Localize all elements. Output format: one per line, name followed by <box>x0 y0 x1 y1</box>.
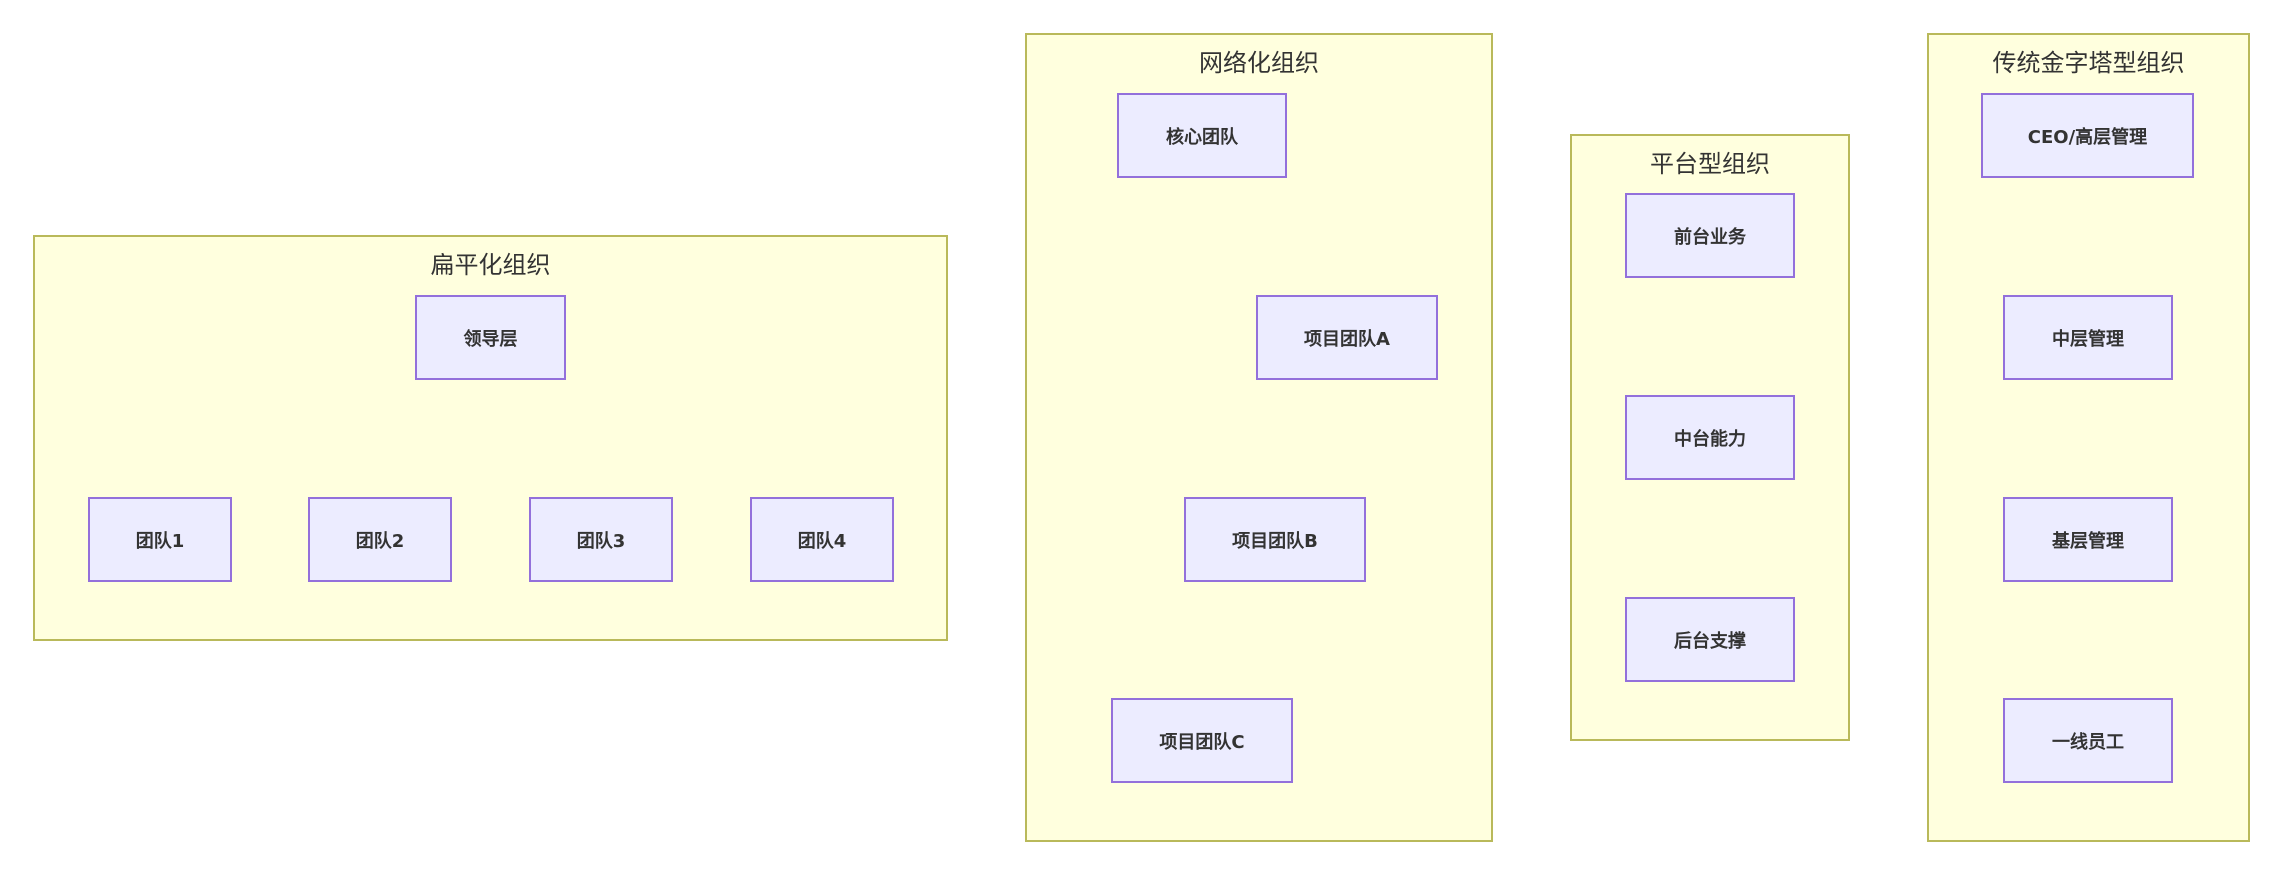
cluster-title-network: 网络化组织 <box>1199 49 1319 77</box>
cluster-title-platform: 平台型组织 <box>1650 150 1770 178</box>
node-back-office[interactable]: 后台支撑 <box>1625 597 1795 682</box>
node-ceo-management[interactable]: CEO/高层管理 <box>1981 93 2194 178</box>
node-team-3[interactable]: 团队3 <box>529 497 673 582</box>
node-project-team-c[interactable]: 项目团队C <box>1111 698 1293 783</box>
node-team-1[interactable]: 团队1 <box>88 497 232 582</box>
node-team-4[interactable]: 团队4 <box>750 497 894 582</box>
node-project-team-b[interactable]: 项目团队B <box>1184 497 1366 582</box>
cluster-title-pyramid: 传统金字塔型组织 <box>1992 49 2185 77</box>
node-project-team-a[interactable]: 项目团队A <box>1256 295 1438 380</box>
node-leadership[interactable]: 领导层 <box>415 295 566 380</box>
node-front-office[interactable]: 前台业务 <box>1625 193 1795 278</box>
node-frontline-staff[interactable]: 一线员工 <box>2003 698 2173 783</box>
node-base-management[interactable]: 基层管理 <box>2003 497 2173 582</box>
cluster-title-flat: 扁平化组织 <box>430 251 551 279</box>
node-core-team[interactable]: 核心团队 <box>1117 93 1287 178</box>
node-middle-management[interactable]: 中层管理 <box>2003 295 2173 380</box>
node-team-2[interactable]: 团队2 <box>308 497 452 582</box>
node-middle-platform[interactable]: 中台能力 <box>1625 395 1795 480</box>
